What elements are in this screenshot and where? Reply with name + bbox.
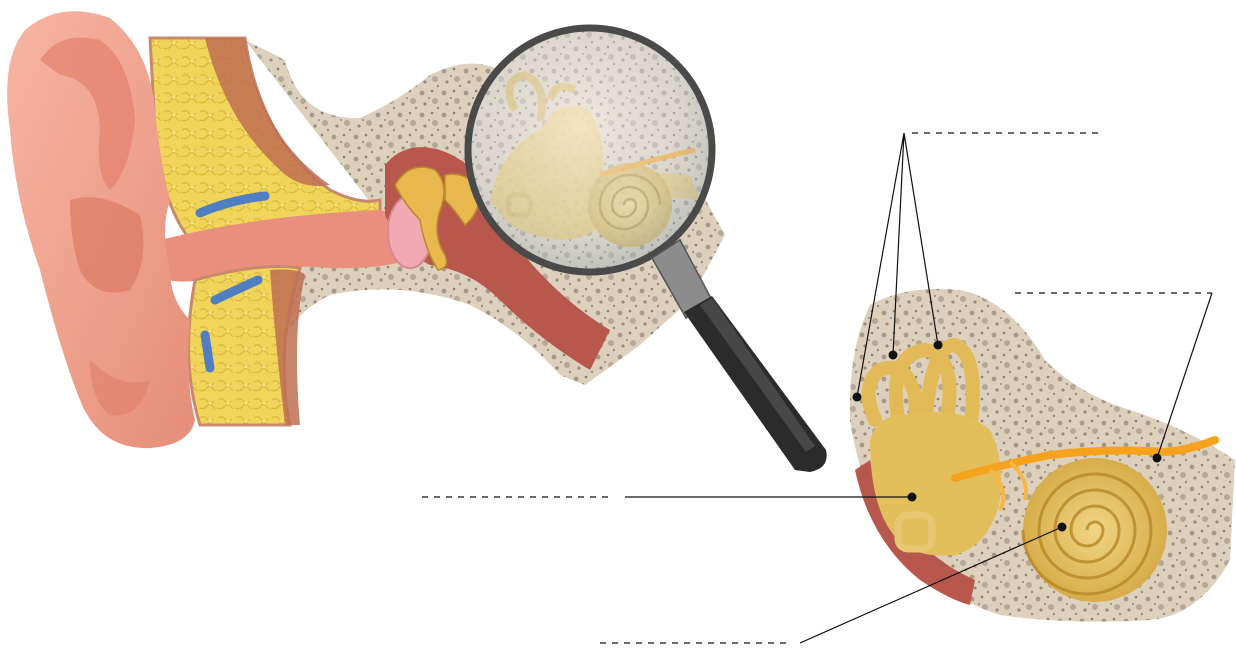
inner-ear-detail — [850, 289, 1235, 622]
cochlea — [1023, 458, 1167, 602]
vessel-lower-2 — [205, 335, 210, 368]
dot-cochlea — [1058, 523, 1067, 532]
magnifying-glass-icon — [468, 28, 827, 472]
dot-canal-2 — [889, 351, 898, 360]
dot-vestibule — [908, 493, 917, 502]
dot-canal-1 — [853, 393, 862, 402]
dot-canal-3 — [934, 341, 943, 350]
dot-nerve — [1153, 454, 1162, 463]
